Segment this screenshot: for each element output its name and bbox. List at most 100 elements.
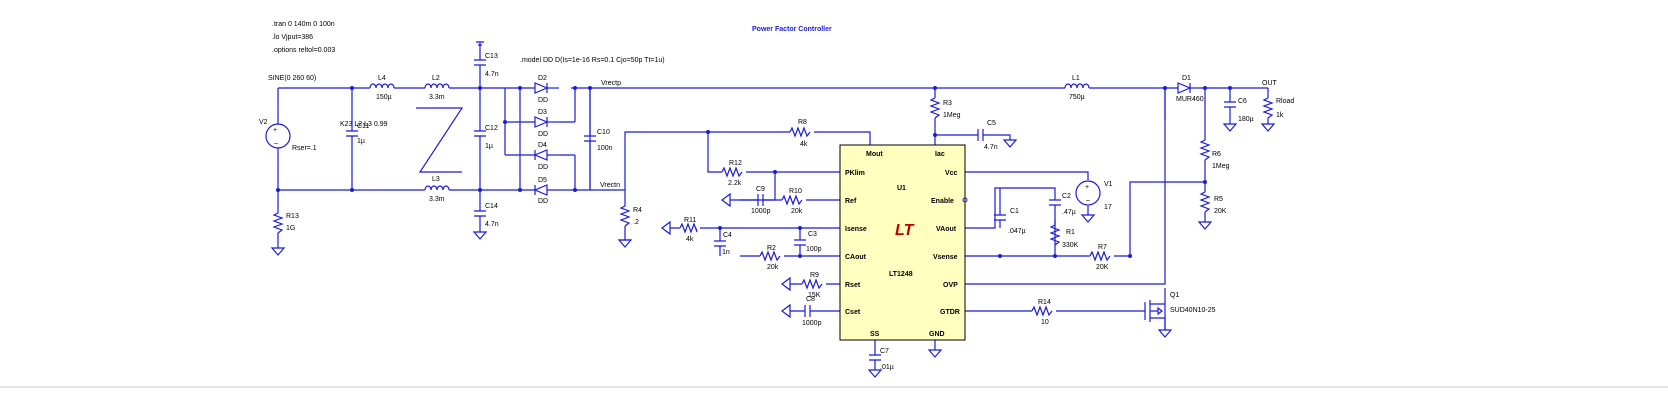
capacitor-c1[interactable] bbox=[994, 214, 1006, 221]
diode-d4[interactable] bbox=[533, 149, 559, 161]
ground-v1 bbox=[1080, 214, 1096, 223]
capacitor-c14[interactable] bbox=[474, 210, 486, 217]
r11-value: 4k bbox=[686, 236, 694, 243]
capacitor-c3[interactable] bbox=[794, 239, 806, 246]
bottom-pins-wire bbox=[874, 340, 936, 370]
diode-d2[interactable] bbox=[534, 82, 559, 94]
r7-value: 20K bbox=[1096, 264, 1109, 271]
resistor-r11[interactable] bbox=[679, 222, 698, 234]
resistor-r3[interactable] bbox=[929, 97, 941, 119]
ovp-wire bbox=[965, 88, 1166, 285]
pin-ss: SS bbox=[870, 331, 880, 338]
v1-name: V1 bbox=[1104, 181, 1113, 188]
inductor-l1[interactable] bbox=[1064, 83, 1090, 89]
r6-value: 1Meg bbox=[1212, 163, 1230, 170]
inductor-l3[interactable] bbox=[424, 185, 450, 191]
d2-name: D2 bbox=[538, 75, 547, 82]
l1-value: 750µ bbox=[1069, 94, 1085, 101]
c6-value: 180µ bbox=[1238, 116, 1254, 123]
diode-d5[interactable] bbox=[533, 184, 559, 196]
r5-name: R5 bbox=[1214, 196, 1223, 203]
l3-value: 3.3m bbox=[429, 196, 445, 203]
inductor-l2[interactable] bbox=[424, 83, 450, 89]
d3-value: DD bbox=[538, 131, 548, 138]
resistor-r12[interactable] bbox=[721, 166, 743, 178]
coupling-mark bbox=[416, 107, 464, 173]
capacitor-c9[interactable] bbox=[740, 194, 775, 206]
diode-d3[interactable] bbox=[534, 116, 559, 128]
d5-value: DD bbox=[538, 198, 548, 205]
ground-r4 bbox=[617, 239, 633, 248]
capacitor-c5[interactable] bbox=[977, 129, 984, 141]
r9-name: R9 bbox=[810, 272, 819, 279]
r1-value: 330K bbox=[1062, 242, 1079, 249]
resistor-r13[interactable] bbox=[272, 212, 284, 234]
r2-name: R2 bbox=[767, 245, 776, 252]
vsense-wire bbox=[965, 181, 1205, 257]
ground-r11 bbox=[661, 220, 671, 236]
ground-r5 bbox=[1197, 221, 1213, 230]
v1-source[interactable]: +– bbox=[1075, 180, 1101, 206]
svg-text:+: + bbox=[273, 127, 277, 134]
r10-value: 20k bbox=[791, 208, 803, 215]
model-directive: .model DD D(Is=1e-16 Rs=0.1 Cjo=50p Tt=1… bbox=[520, 57, 665, 64]
r14-value: 10 bbox=[1041, 319, 1049, 326]
capacitor-c7[interactable] bbox=[869, 354, 881, 361]
v2-rser: Rser=.1 bbox=[292, 145, 317, 152]
pin-gtdr: GTDR bbox=[940, 309, 960, 316]
net-vrectp: Vrectp bbox=[601, 80, 621, 87]
ground-gnd bbox=[927, 349, 943, 358]
capacitor-c6[interactable] bbox=[1224, 101, 1236, 108]
capacitor-c11[interactable] bbox=[346, 130, 358, 137]
ground-c13 bbox=[476, 41, 484, 46]
resistor-r4[interactable] bbox=[619, 205, 631, 227]
c4-value: 1n bbox=[722, 249, 730, 256]
resistor-r10[interactable] bbox=[781, 194, 803, 206]
resistor-r14[interactable] bbox=[1031, 305, 1053, 317]
resistor-rload[interactable] bbox=[1262, 97, 1274, 119]
d4-value: DD bbox=[538, 164, 548, 171]
capacitor-c13[interactable] bbox=[474, 59, 486, 66]
c8-name: C8 bbox=[806, 296, 815, 303]
c10-name: C10 bbox=[597, 129, 610, 136]
c12-value: 1µ bbox=[485, 143, 493, 150]
resistor-r1[interactable] bbox=[1049, 224, 1061, 246]
capacitor-c12[interactable] bbox=[474, 130, 486, 137]
capacitor-c8[interactable] bbox=[804, 305, 811, 317]
rload-name: Rload bbox=[1276, 98, 1294, 105]
mosfet-q1[interactable] bbox=[1144, 300, 1166, 330]
resistor-r6[interactable] bbox=[1199, 139, 1211, 161]
pin-cset: Cset bbox=[845, 309, 861, 316]
l4-value: 150µ bbox=[376, 94, 392, 101]
capacitor-c2[interactable] bbox=[1049, 199, 1061, 206]
r4-name: R4 bbox=[633, 207, 642, 214]
v2-source[interactable]: +– bbox=[265, 123, 291, 149]
net-vrectn: Vrectn bbox=[600, 182, 620, 189]
diode-d1[interactable] bbox=[1177, 82, 1200, 94]
resistor-r8[interactable] bbox=[789, 126, 811, 138]
svg-text:–: – bbox=[274, 140, 278, 147]
d1-name: D1 bbox=[1182, 75, 1191, 82]
l2-name: L2 bbox=[432, 75, 440, 82]
r12-name: R12 bbox=[729, 160, 742, 167]
ic-part-number: LT1248 bbox=[889, 271, 913, 278]
ground-c9 bbox=[721, 192, 731, 208]
c5-name: C5 bbox=[987, 120, 996, 127]
r13-name: R13 bbox=[286, 213, 299, 220]
pin-ovp: OVP bbox=[943, 282, 958, 289]
resistor-r7[interactable] bbox=[1089, 250, 1111, 262]
resistor-r9[interactable] bbox=[801, 278, 823, 290]
resistor-r5[interactable] bbox=[1199, 191, 1211, 213]
ground-q1 bbox=[1157, 329, 1173, 338]
ic-lt1248[interactable] bbox=[839, 144, 966, 341]
resistor-r2[interactable] bbox=[759, 250, 781, 262]
directive-tran: .tran 0 140m 0 100n bbox=[272, 21, 335, 28]
r8-name: R8 bbox=[798, 119, 807, 126]
capacitor-c4[interactable] bbox=[714, 240, 726, 247]
capacitor-c10[interactable] bbox=[584, 135, 596, 142]
r9-value: 15K bbox=[808, 292, 821, 299]
pin-iac: Iac bbox=[935, 151, 945, 158]
inductor-l4[interactable] bbox=[369, 83, 395, 89]
pin-isense: Isense bbox=[845, 226, 867, 233]
